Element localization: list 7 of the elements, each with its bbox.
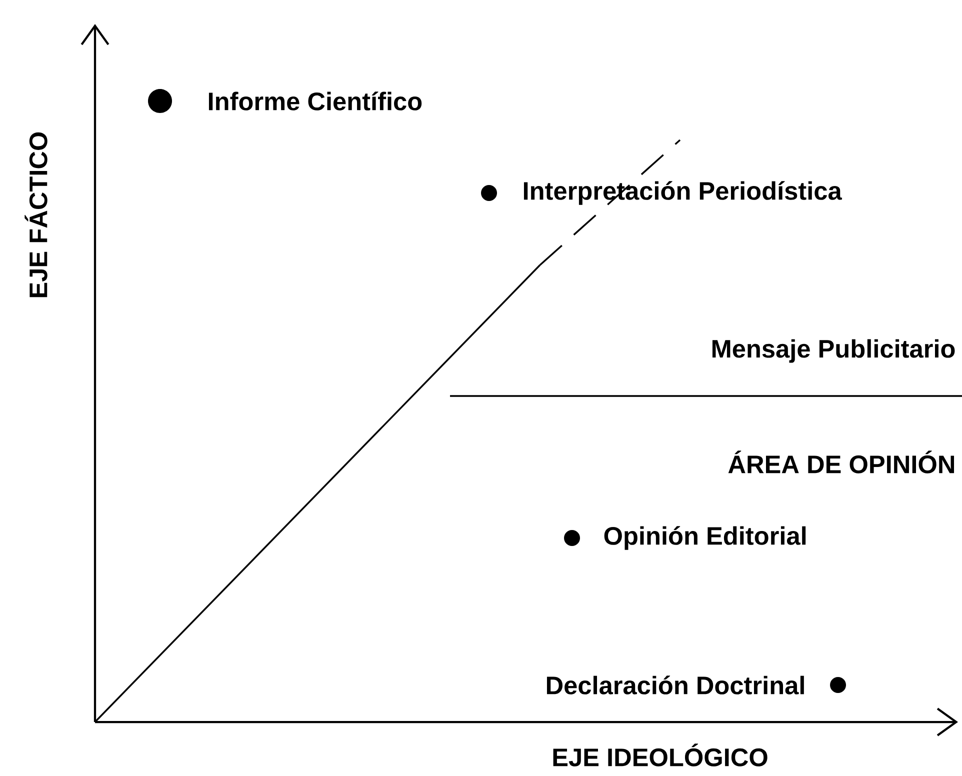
point-label: Declaración Doctrinal (546, 676, 804, 694)
region-label: Mensaje Publicitario (712, 339, 955, 363)
point-label: Opinión Editorial (604, 526, 806, 550)
axis-label: EJE IDEOLÓGICO (553, 744, 768, 766)
region-label: ÁREA DE OPINIÓN (728, 450, 954, 474)
axis-label: EJE FÁCTICO (24, 132, 48, 298)
point-label: Informe Científico (208, 92, 422, 110)
